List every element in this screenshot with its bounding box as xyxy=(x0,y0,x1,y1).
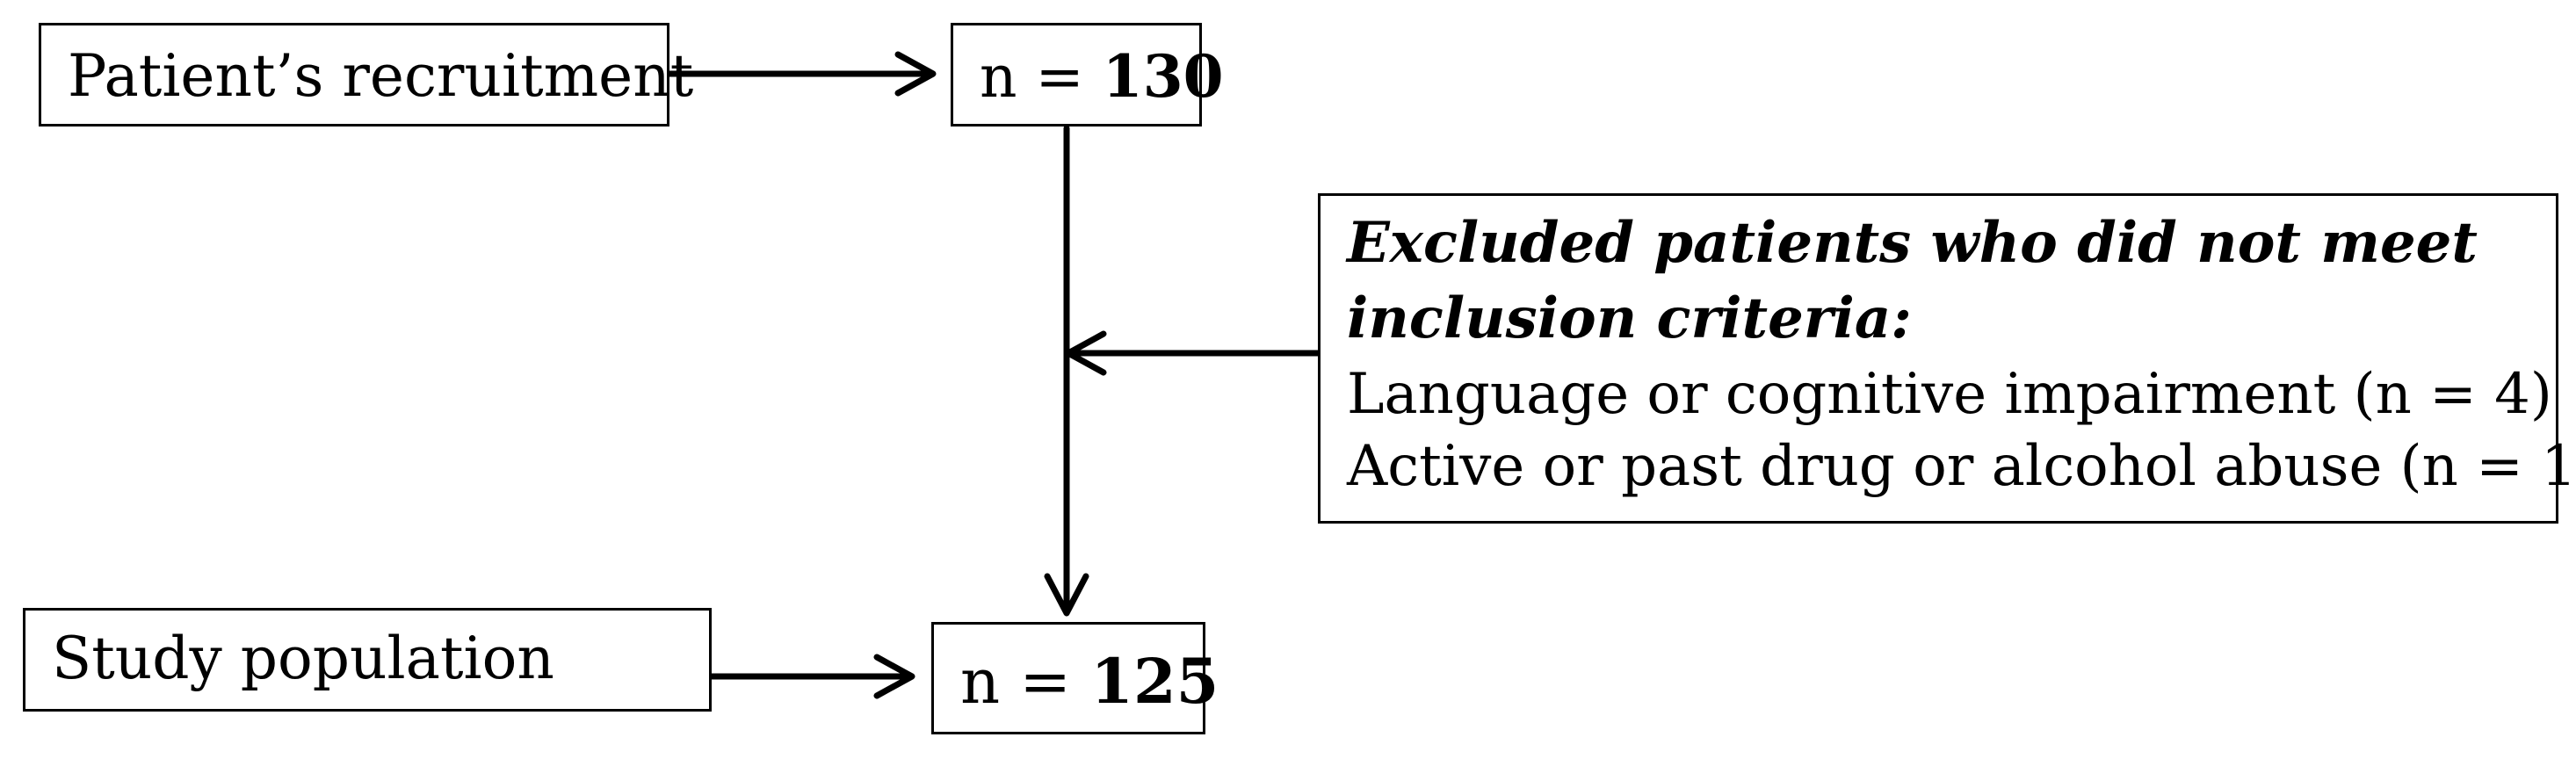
recruitment-count: n = 130 xyxy=(980,47,1224,106)
recruitment-label: Patient’s recruitment xyxy=(68,42,694,110)
arrowhead-study xyxy=(873,654,915,699)
exclusion-title-line2: inclusion criteria: xyxy=(1347,286,1912,351)
arrowhead-recruitment xyxy=(894,51,937,97)
recruitment-box: Patient’s recruitment xyxy=(39,23,693,126)
study-count: n = 125 xyxy=(960,651,1219,713)
study-label: Study population xyxy=(52,625,554,692)
arrowhead-study-count xyxy=(1044,573,1089,617)
study-count-box: n = 125 xyxy=(931,622,1219,734)
arrowhead-exclusion xyxy=(1065,330,1107,376)
recruitment-count-box: n = 130 xyxy=(951,23,1224,126)
exclusion-box: Excluded patients who did not meet inclu… xyxy=(1318,193,2576,524)
recruitment-count-prefix: n = xyxy=(980,43,1103,111)
study-count-prefix: n = xyxy=(960,646,1091,718)
recruitment-count-value: 130 xyxy=(1102,42,1224,111)
exclusion-text: Excluded patients who did not meet inclu… xyxy=(1347,210,2576,505)
exclusion-reason-language: Language or cognitive impairment (n = 4) xyxy=(1347,362,2552,427)
study-box: Study population xyxy=(23,608,712,712)
study-count-value: 125 xyxy=(1090,645,1219,718)
exclusion-title-line1: Excluded patients who did not meet xyxy=(1347,210,2478,276)
exclusion-reason-abuse: Active or past drug or alcohol abuse (n … xyxy=(1347,434,2576,499)
